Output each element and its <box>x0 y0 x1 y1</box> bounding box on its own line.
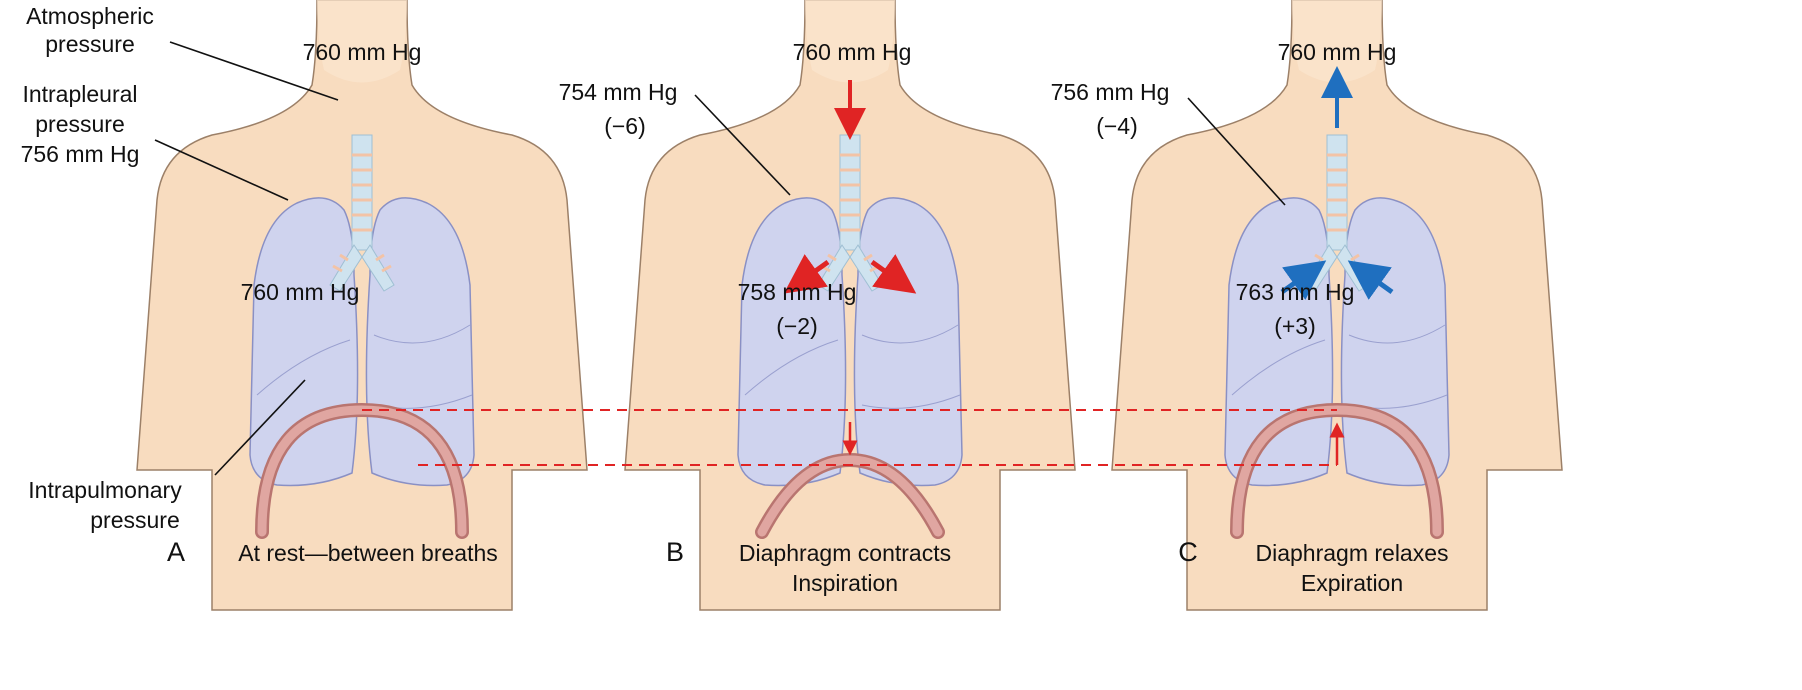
atmospheric-label-line2: pressure <box>45 31 134 57</box>
panel-c-atmospheric-value: 760 mm Hg <box>1278 39 1397 65</box>
intrapulmonary-label-line2: pressure <box>90 507 179 533</box>
panel-c-intrapleural-value: 756 mm Hg <box>1051 79 1170 105</box>
panel-a: 760 mm Hg 760 mm Hg A At rest—between br… <box>137 0 587 610</box>
panel-b-intrapleural-delta: (−6) <box>604 113 646 139</box>
panel-c-intrapulmonary-delta: (+3) <box>1274 313 1316 339</box>
torso-a <box>137 0 587 610</box>
panel-c-caption-line1: Diaphragm relaxes <box>1255 540 1448 566</box>
panel-c-letter: C <box>1178 537 1198 567</box>
panel-b-atmospheric-value: 760 mm Hg <box>793 39 912 65</box>
panel-a-intrapulmonary-value: 760 mm Hg <box>241 279 360 305</box>
panel-b-caption-line1: Diaphragm contracts <box>739 540 951 566</box>
panel-c-intrapulmonary-value: 763 mm Hg <box>1236 279 1355 305</box>
panel-b: 760 mm Hg 754 mm Hg (−6) 758 mm Hg (−2) … <box>559 0 1075 610</box>
panel-a-letter: A <box>167 537 185 567</box>
intrapulmonary-label-line1: Intrapulmonary <box>28 477 182 503</box>
panel-b-intrapleural-value: 754 mm Hg <box>559 79 678 105</box>
panel-a-atmospheric-value: 760 mm Hg <box>303 39 422 65</box>
atmospheric-label-line1: Atmospheric <box>26 3 154 29</box>
panel-c: 760 mm Hg 756 mm Hg (−4) 763 mm Hg (+3) … <box>1051 0 1562 610</box>
intrapleural-label-line2: pressure <box>35 111 124 137</box>
panel-b-intrapulmonary-delta: (−2) <box>776 313 818 339</box>
panel-c-caption-line2: Expiration <box>1301 570 1403 596</box>
panel-a-caption: At rest—between breaths <box>238 540 498 566</box>
panel-b-caption-line2: Inspiration <box>792 570 898 596</box>
panel-c-intrapleural-delta: (−4) <box>1096 113 1138 139</box>
intrapleural-label-line1: Intrapleural <box>22 81 137 107</box>
panel-b-intrapulmonary-value: 758 mm Hg <box>738 279 857 305</box>
panel-b-letter: B <box>666 537 684 567</box>
intrapleural-label-value: 756 mm Hg <box>21 141 140 167</box>
